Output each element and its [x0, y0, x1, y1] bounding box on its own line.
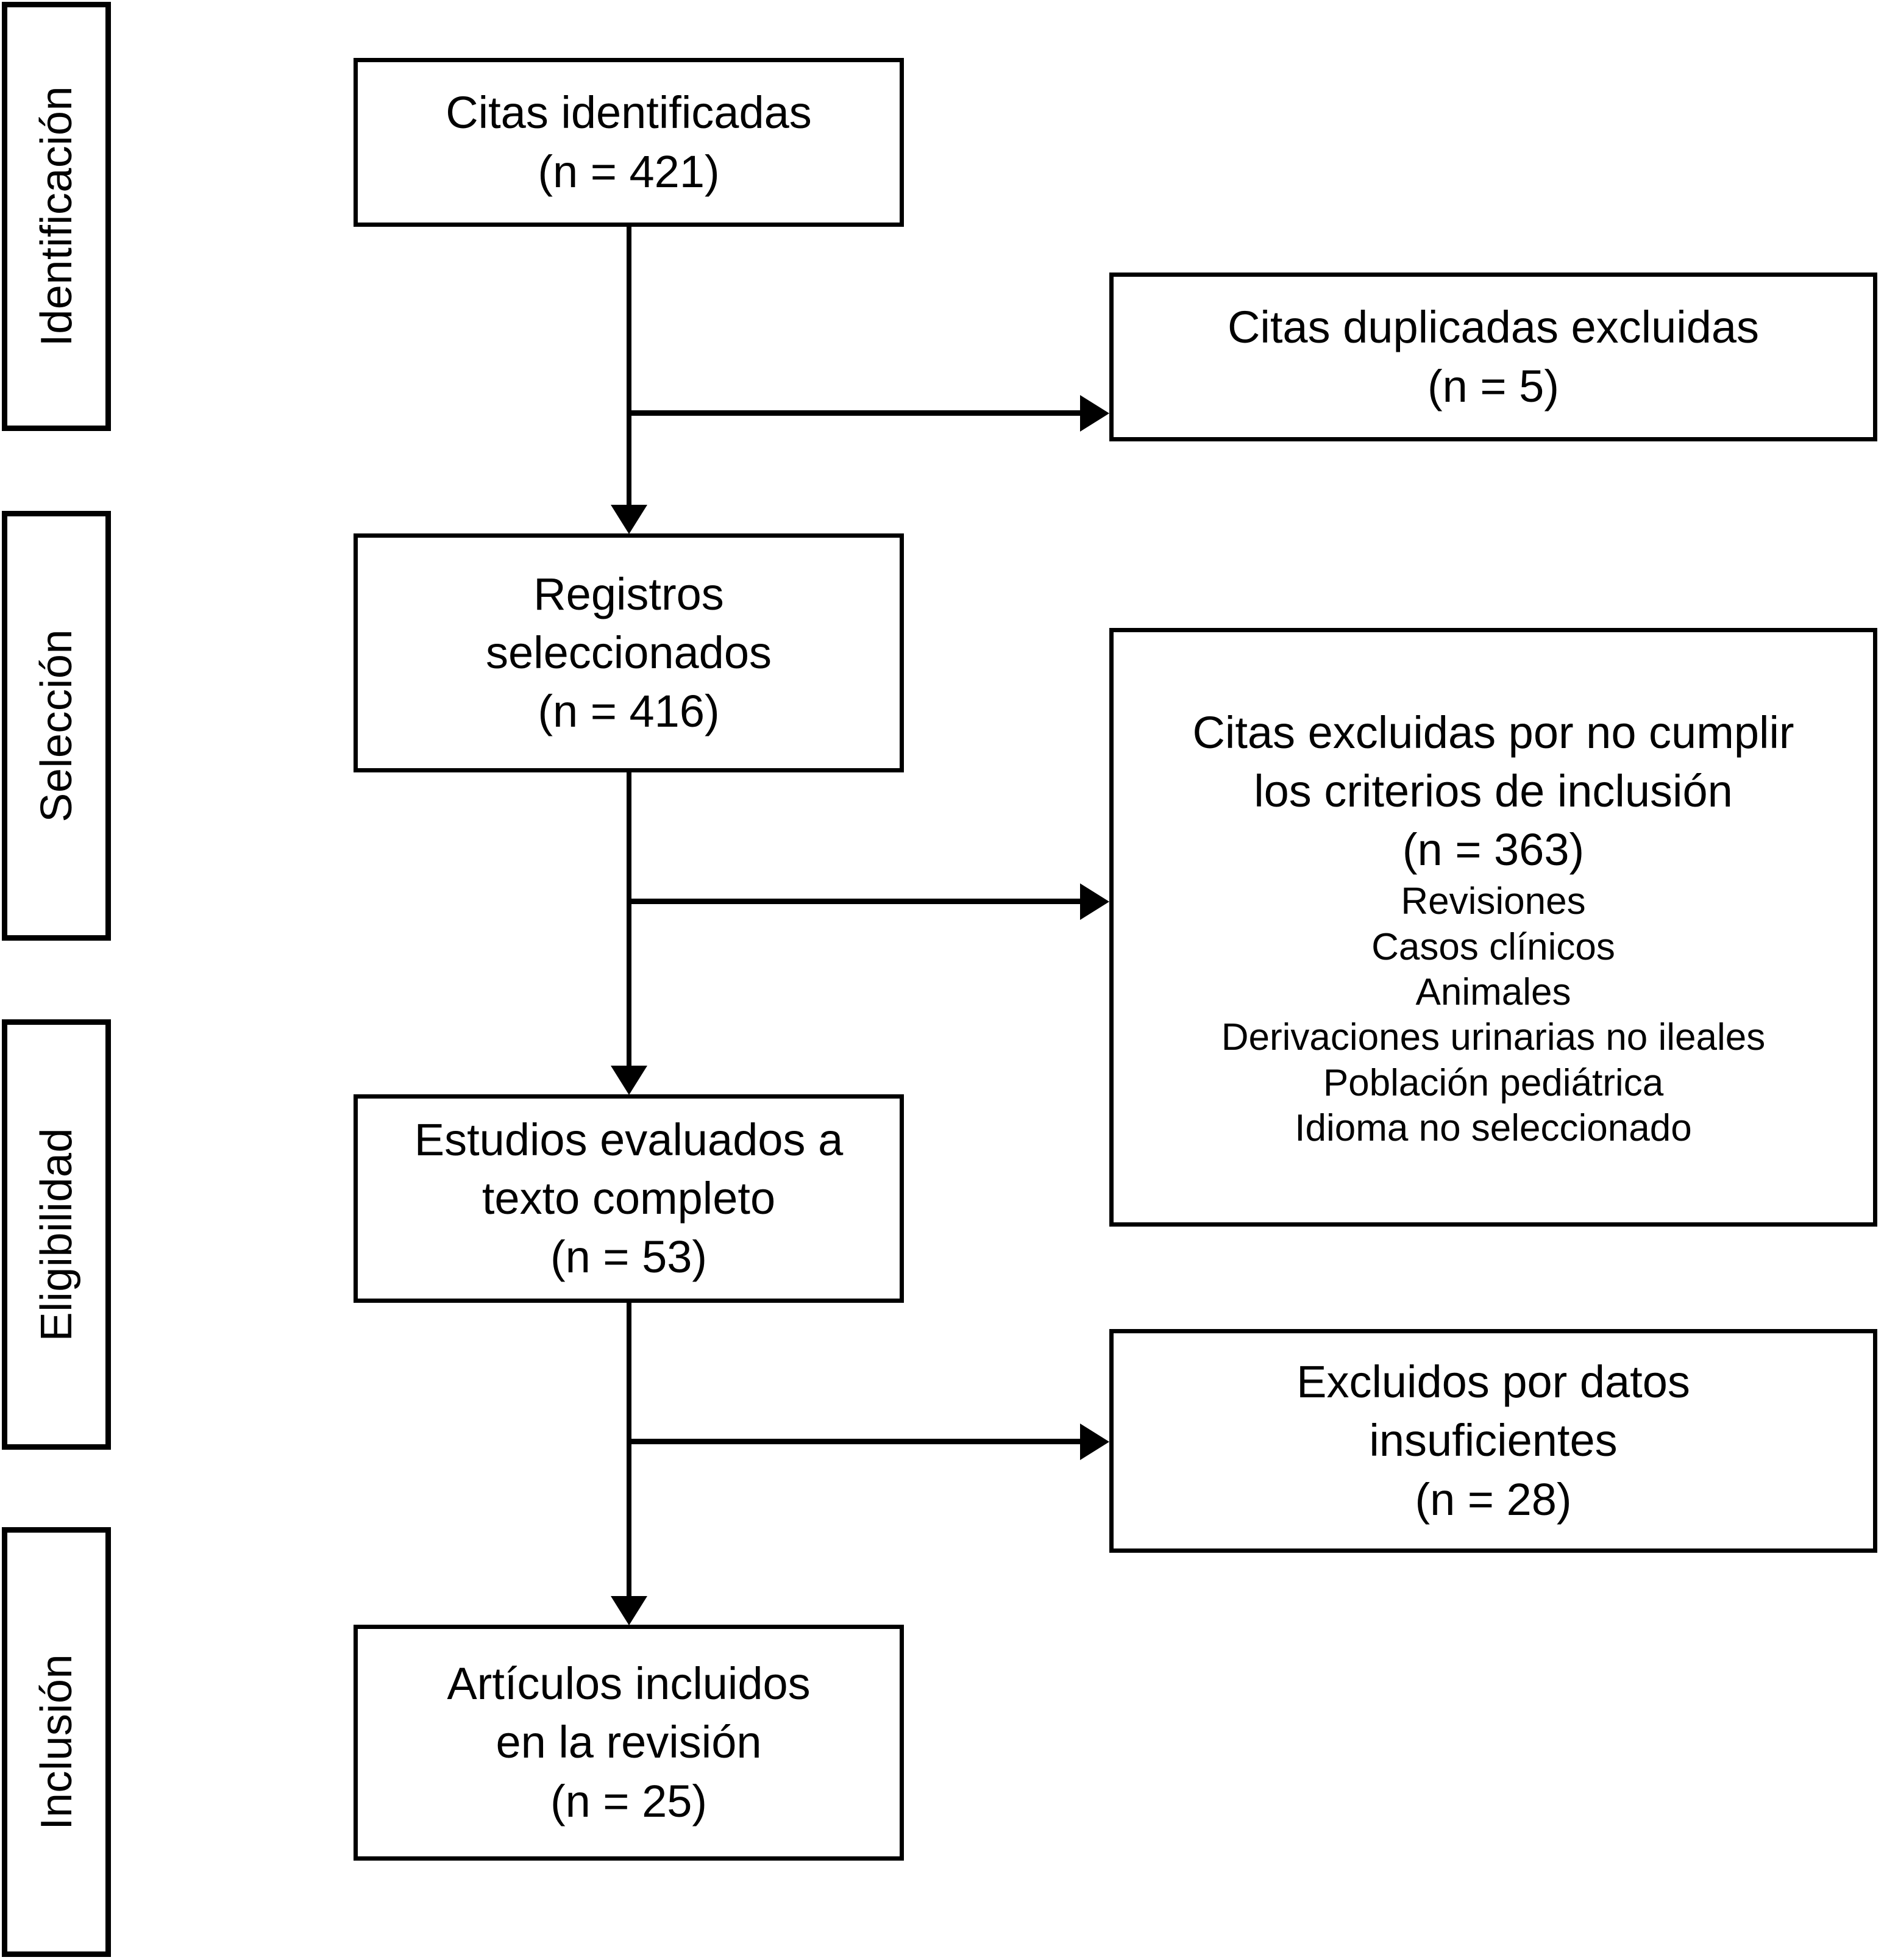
arrowhead-into-screened: [611, 505, 647, 534]
stage-label-seleccion: Selección: [32, 629, 81, 822]
exclusion-reason-animales: Animales: [1415, 971, 1571, 1013]
stage-box-inclusion: Inclusión: [2, 1527, 111, 1957]
registros-seleccionados-line1: Registros: [533, 568, 724, 619]
citas-excluidas-line1: Citas excluidas por no cumplir: [1192, 707, 1794, 758]
exclusion-reason-poblacion-pediatrica: Población pediátrica: [1323, 1061, 1664, 1104]
citas-excluidas-count: (n = 363): [1402, 824, 1585, 875]
stage-label-identificacion: Identificación: [32, 86, 81, 347]
exclusion-reason-derivaciones-urinarias: Derivaciones urinarias no ileales: [1221, 1016, 1766, 1059]
connector-identified-to-duplicates: [627, 410, 1082, 416]
connector-fulltext-to-included: [627, 1302, 631, 1596]
stage-box-identificacion: Identificación: [2, 2, 111, 431]
stage-box-eligibilidad: Eligibilidad: [2, 1019, 111, 1450]
exclusion-reason-idioma: Idioma no seleccionado: [1295, 1107, 1692, 1150]
estudios-evaluados-line1: Estudios evaluados a: [414, 1114, 844, 1165]
box-citas-excluidas-criterios: Citas excluidas por no cumplir los crite…: [1109, 628, 1877, 1227]
box-citas-identificadas: Citas identificadas (n = 421): [354, 58, 904, 227]
estudios-evaluados-count: (n = 53): [550, 1231, 708, 1283]
box-citas-duplicadas: Citas duplicadas excluidas (n = 5): [1109, 273, 1877, 441]
excluidos-datos-count: (n = 28): [1415, 1474, 1572, 1525]
connector-screened-to-criteria: [627, 899, 1082, 904]
box-registros-seleccionados: Registros seleccionados (n = 416): [354, 533, 904, 772]
stage-label-eligibilidad: Eligibilidad: [32, 1127, 81, 1342]
arrowhead-into-insufficient: [1080, 1424, 1109, 1460]
articulos-incluidos-line2: en la revisión: [496, 1717, 762, 1768]
citas-identificadas-count: (n = 421): [538, 146, 720, 197]
connector-fulltext-to-insufficient: [627, 1439, 1082, 1444]
citas-duplicadas-count: (n = 5): [1427, 360, 1559, 412]
box-estudios-evaluados: Estudios evaluados a texto completo (n =…: [354, 1094, 904, 1303]
citas-excluidas-line2: los criterios de inclusión: [1254, 765, 1733, 816]
arrowhead-into-criteria: [1080, 883, 1109, 920]
stage-label-inclusion: Inclusión: [32, 1654, 81, 1830]
exclusion-reason-casos-clinicos: Casos clínicos: [1371, 925, 1615, 968]
stage-box-seleccion: Selección: [2, 511, 111, 941]
articulos-incluidos-line1: Artículos incluidos: [447, 1658, 811, 1709]
estudios-evaluados-line2: texto completo: [482, 1172, 776, 1224]
citas-identificadas-line1: Citas identificadas: [446, 87, 812, 138]
box-excluidos-datos-insuficientes: Excluidos por datos insuficientes (n = 2…: [1109, 1329, 1877, 1553]
connector-screened-to-fulltext: [627, 771, 631, 1066]
articulos-incluidos-count: (n = 25): [550, 1775, 708, 1826]
excluidos-datos-line1: Excluidos por datos: [1296, 1356, 1690, 1408]
registros-seleccionados-count: (n = 416): [538, 686, 720, 737]
excluidos-datos-line2: insuficientes: [1369, 1415, 1618, 1466]
exclusion-reason-revisiones: Revisiones: [1401, 880, 1586, 923]
citas-duplicadas-line1: Citas duplicadas excluidas: [1227, 302, 1760, 353]
connector-identified-to-screened: [627, 226, 631, 505]
arrowhead-into-fulltext: [611, 1066, 647, 1095]
registros-seleccionados-line2: seleccionados: [486, 627, 772, 678]
arrowhead-into-included: [611, 1596, 647, 1625]
arrowhead-into-duplicates: [1080, 395, 1109, 432]
box-articulos-incluidos: Artículos incluidos en la revisión (n = …: [354, 1625, 904, 1861]
